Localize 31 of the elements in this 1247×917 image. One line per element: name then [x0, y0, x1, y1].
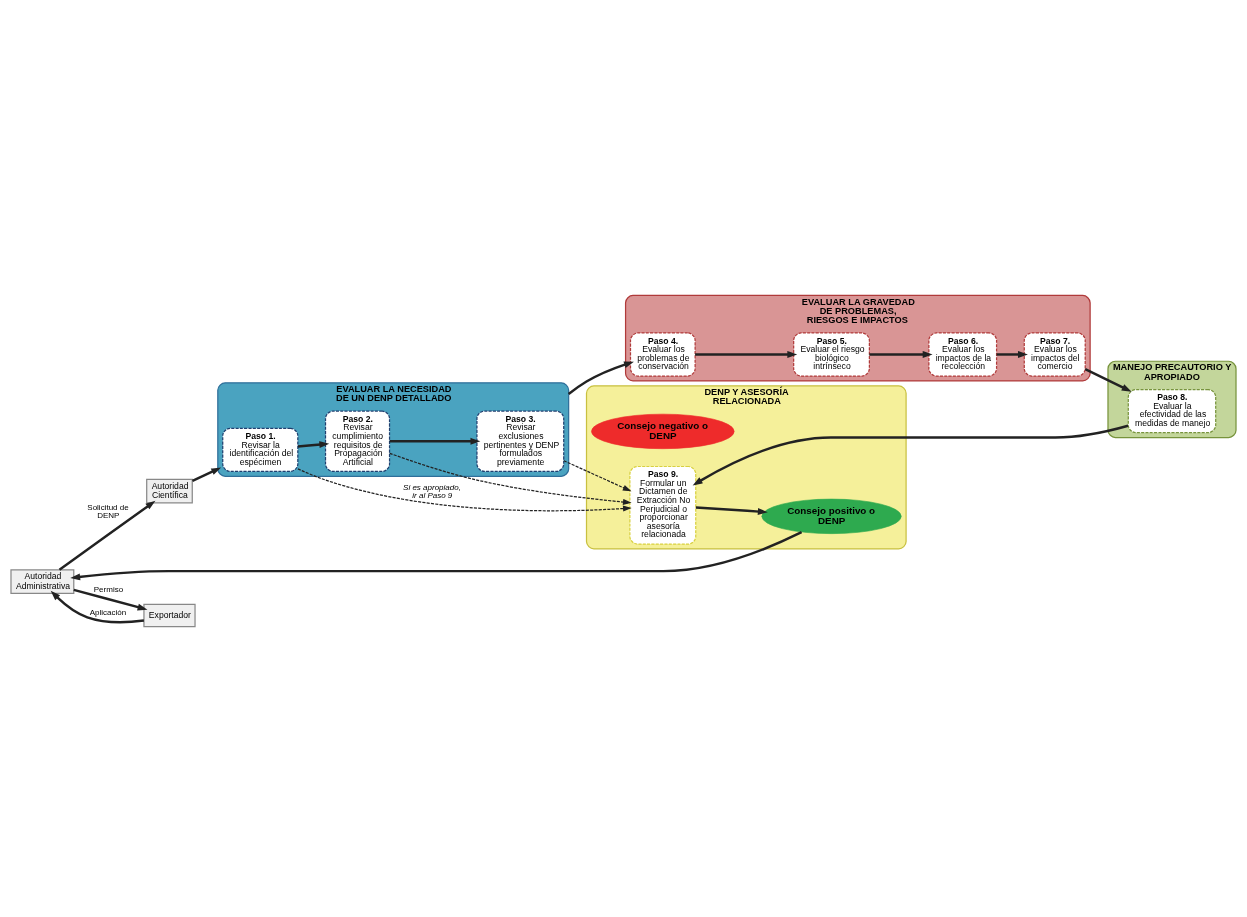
node-box: Exportador	[143, 603, 196, 628]
node-box: Paso 3. Revisar exclusiones pertinentes y DENP formulados previamente	[476, 410, 565, 473]
node-box: Paso 2. Revisar cumplimiento requisitos de Propagación Artificial	[324, 410, 391, 473]
arrow	[1084, 367, 1132, 392]
node-box: Paso 8. Evaluar la efectividad de las medidas de manejo	[1127, 388, 1217, 434]
arrow	[297, 441, 330, 449]
arrow	[73, 588, 148, 611]
arrow	[50, 590, 145, 624]
node-box: Autoridad Administrativa	[10, 569, 75, 594]
arrow	[695, 351, 798, 358]
arrow	[70, 531, 803, 581]
node-box: Paso 7. Evaluar los impactos del comercio	[1023, 332, 1086, 377]
node-ellipse: Consejo negativo o DENP	[591, 413, 735, 449]
node-box: Paso 9. Formular un Dictamen de Extracción No Perjudicial o proporcionar asesoría relacionada	[629, 465, 697, 545]
arrow	[191, 467, 222, 482]
arrow	[869, 351, 933, 358]
node-box: Paso 5. Evaluar el riesgo biológico intrínseco	[793, 332, 870, 377]
arrow	[389, 452, 632, 505]
node-box: Autoridad Científica	[146, 478, 193, 504]
node-box: Paso 1. Revisar la identificación del espécimen	[222, 427, 299, 473]
node-box: Paso 4. Evaluar los problemas de conservación	[629, 332, 696, 377]
arrow	[692, 424, 1129, 486]
arrow	[996, 351, 1028, 358]
arrow	[58, 500, 156, 571]
arrow	[563, 460, 632, 492]
node-ellipse: Consejo positivo o DENP	[761, 498, 902, 534]
arrow	[389, 437, 481, 445]
node-box: Paso 6. Evaluar los impactos de la recolección	[928, 332, 998, 377]
arrow	[695, 506, 768, 515]
arrow	[567, 361, 634, 395]
arrow	[297, 468, 632, 512]
